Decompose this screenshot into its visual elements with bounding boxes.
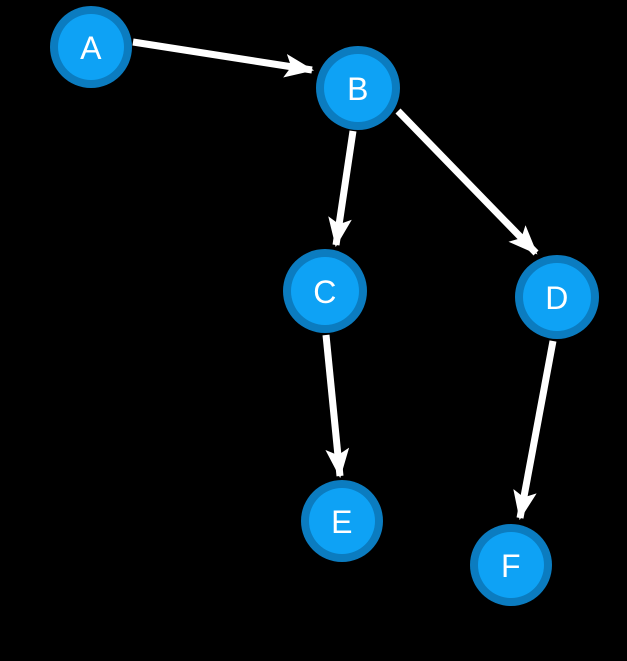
edge-c-e[interactable] [322,334,350,479]
nodes-layer: A B C D E [50,6,599,606]
graph-node-b[interactable]: B [316,46,400,130]
node-c-label: C [313,274,337,310]
edge-b-c[interactable] [328,130,357,248]
graph-node-a[interactable]: A [50,6,132,88]
graph-node-e[interactable]: E [301,480,383,562]
node-a-fill [58,14,124,80]
graph-node-c[interactable]: C [283,249,367,333]
edge-a-b[interactable] [132,38,315,78]
node-e-label: E [331,504,353,540]
node-a-label: A [80,30,102,66]
edge-b-d[interactable] [395,108,539,256]
node-d-label: D [545,280,569,316]
node-e-fill [309,488,375,554]
node-f-fill [478,532,544,598]
edges-layer [132,38,557,521]
node-b-label: B [347,71,369,107]
node-c-fill [291,257,359,325]
graph-node-f[interactable]: F [470,524,552,606]
graph-node-d[interactable]: D [515,255,599,339]
node-b-fill [324,54,392,122]
edge-d-f[interactable] [513,340,557,521]
node-f-label: F [501,548,521,584]
node-d-fill [523,263,591,331]
